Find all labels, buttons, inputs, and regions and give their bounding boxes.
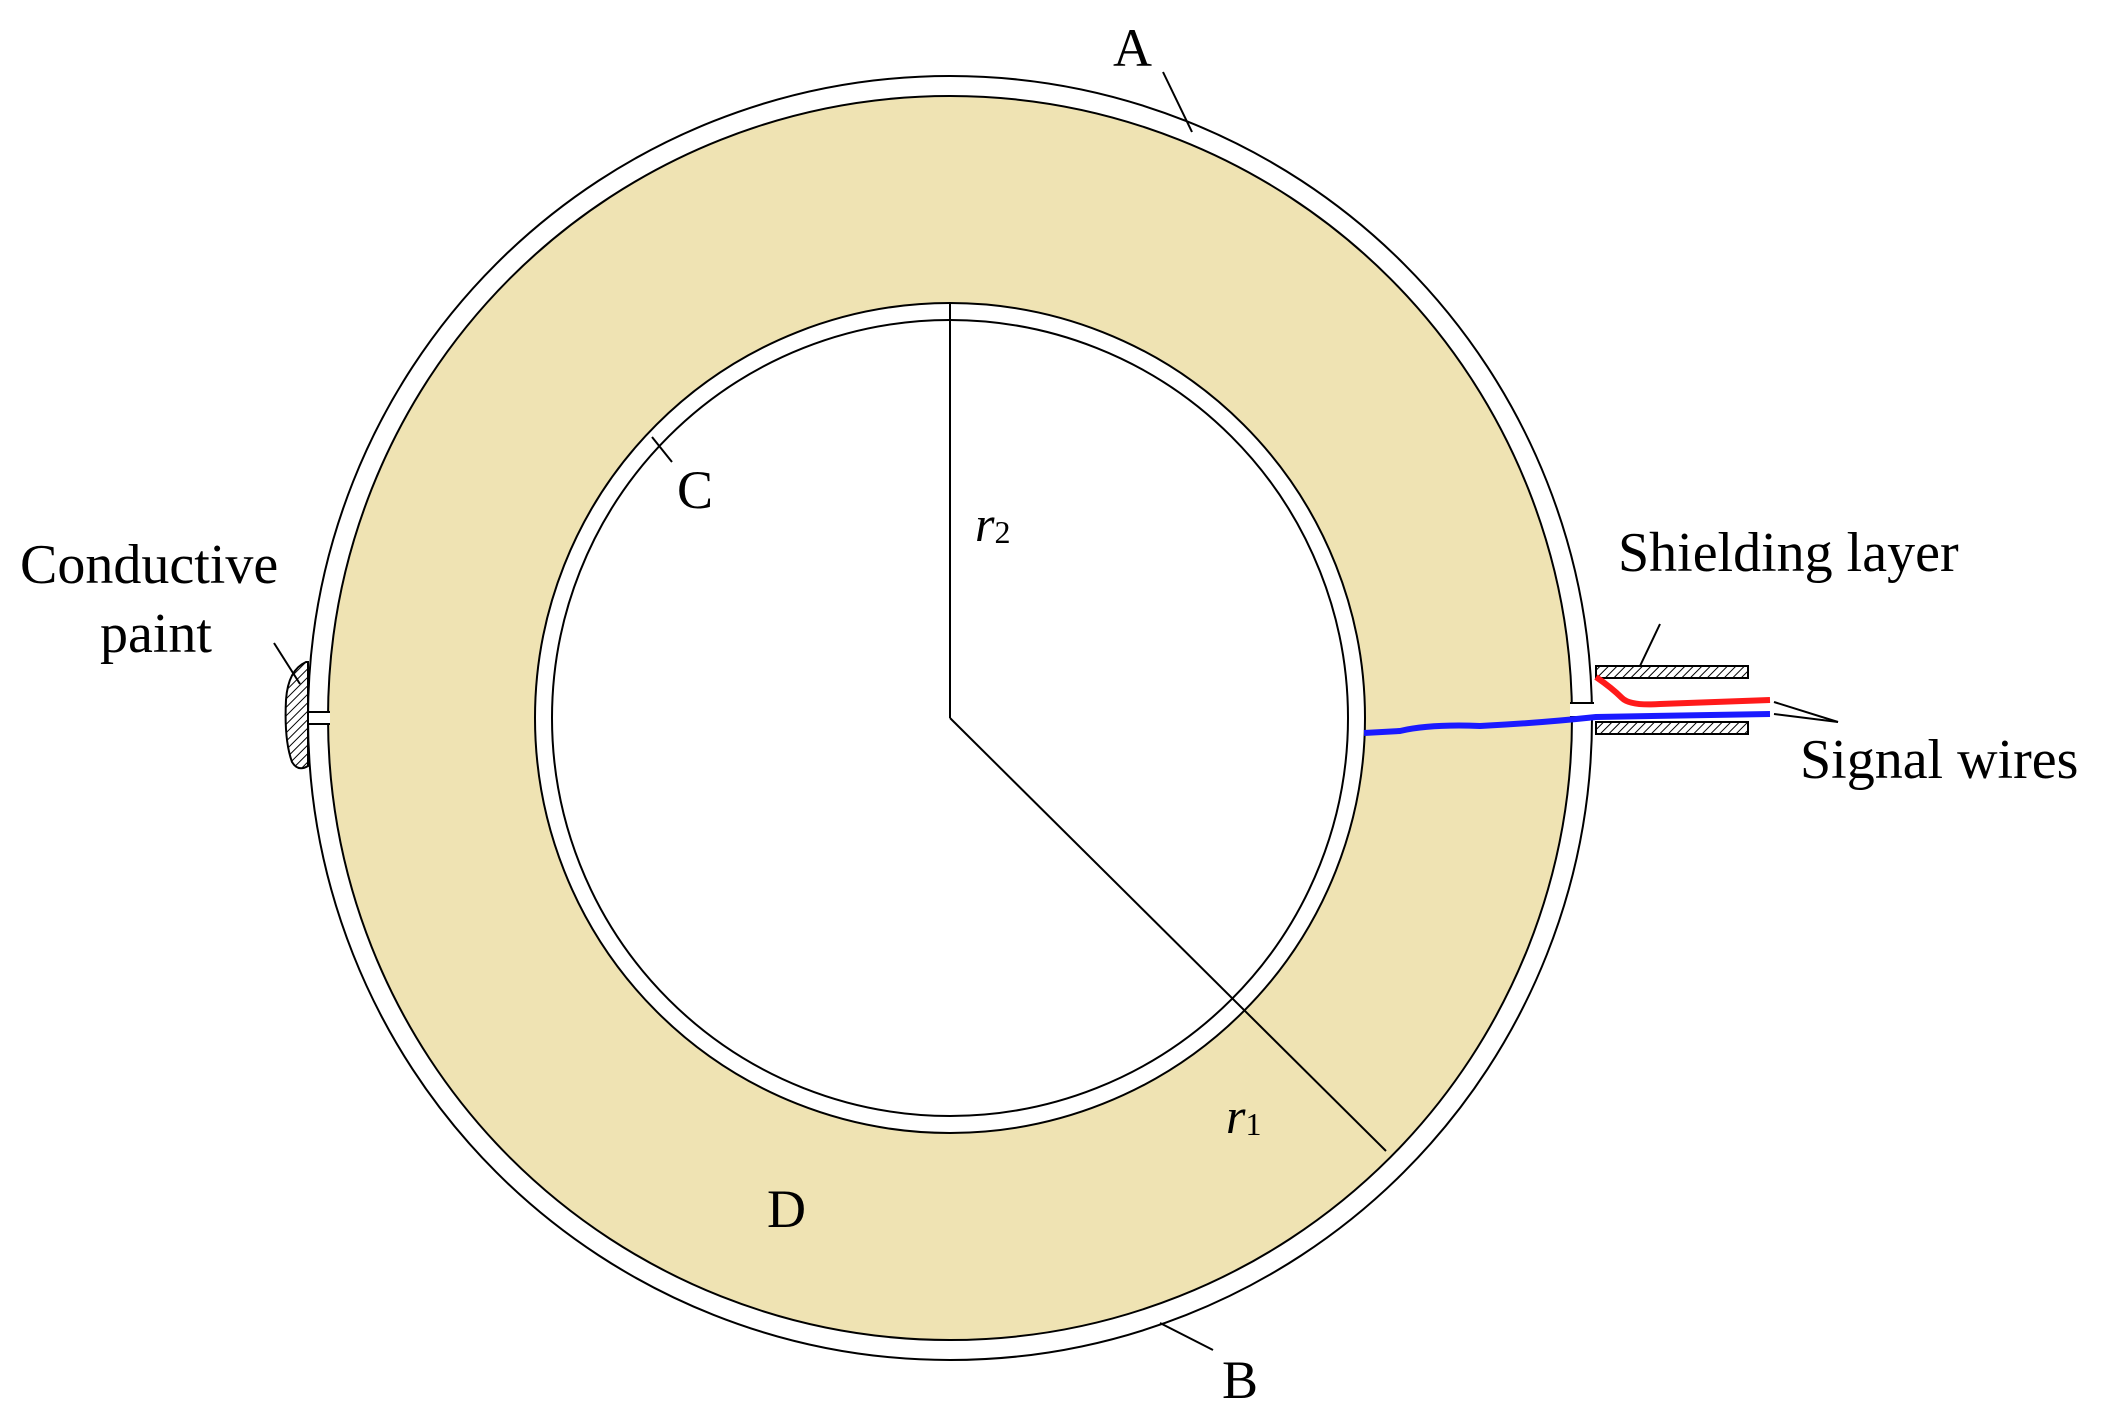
label-shielding-layer: Shielding layer	[1618, 522, 1959, 584]
leader-c	[651, 436, 673, 463]
shielding-layer-bottom	[1595, 721, 1749, 735]
label-conductive-paint-line1: Conductive	[20, 534, 278, 596]
red-signal-wire	[1594, 674, 1771, 708]
shielding-layer-top	[1595, 665, 1749, 679]
blue-signal-wire	[1363, 711, 1771, 736]
label-r1: r1	[1226, 1088, 1261, 1144]
label-conductive-paint-line2: paint	[100, 603, 212, 665]
label-c: C	[677, 460, 713, 520]
label-a: A	[1113, 18, 1152, 78]
label-r2: r2	[975, 496, 1010, 552]
leader-signal-wire-2	[1773, 713, 1839, 723]
radius-r1-line	[949, 717, 1387, 1152]
leader-a	[1162, 71, 1193, 133]
right-electrode-gap	[1570, 703, 1594, 717]
leader-conductive-paint	[273, 642, 301, 685]
left-electrode-gap	[304, 712, 330, 724]
leader-b	[1159, 1322, 1214, 1351]
label-signal-wires: Signal wires	[1800, 729, 2078, 791]
leader-signal-wire-1	[1773, 701, 1839, 723]
label-d: D	[767, 1179, 806, 1239]
leader-shielding-layer	[1639, 623, 1661, 667]
label-b: B	[1222, 1350, 1258, 1410]
conductive-paint-blob	[284, 661, 309, 770]
